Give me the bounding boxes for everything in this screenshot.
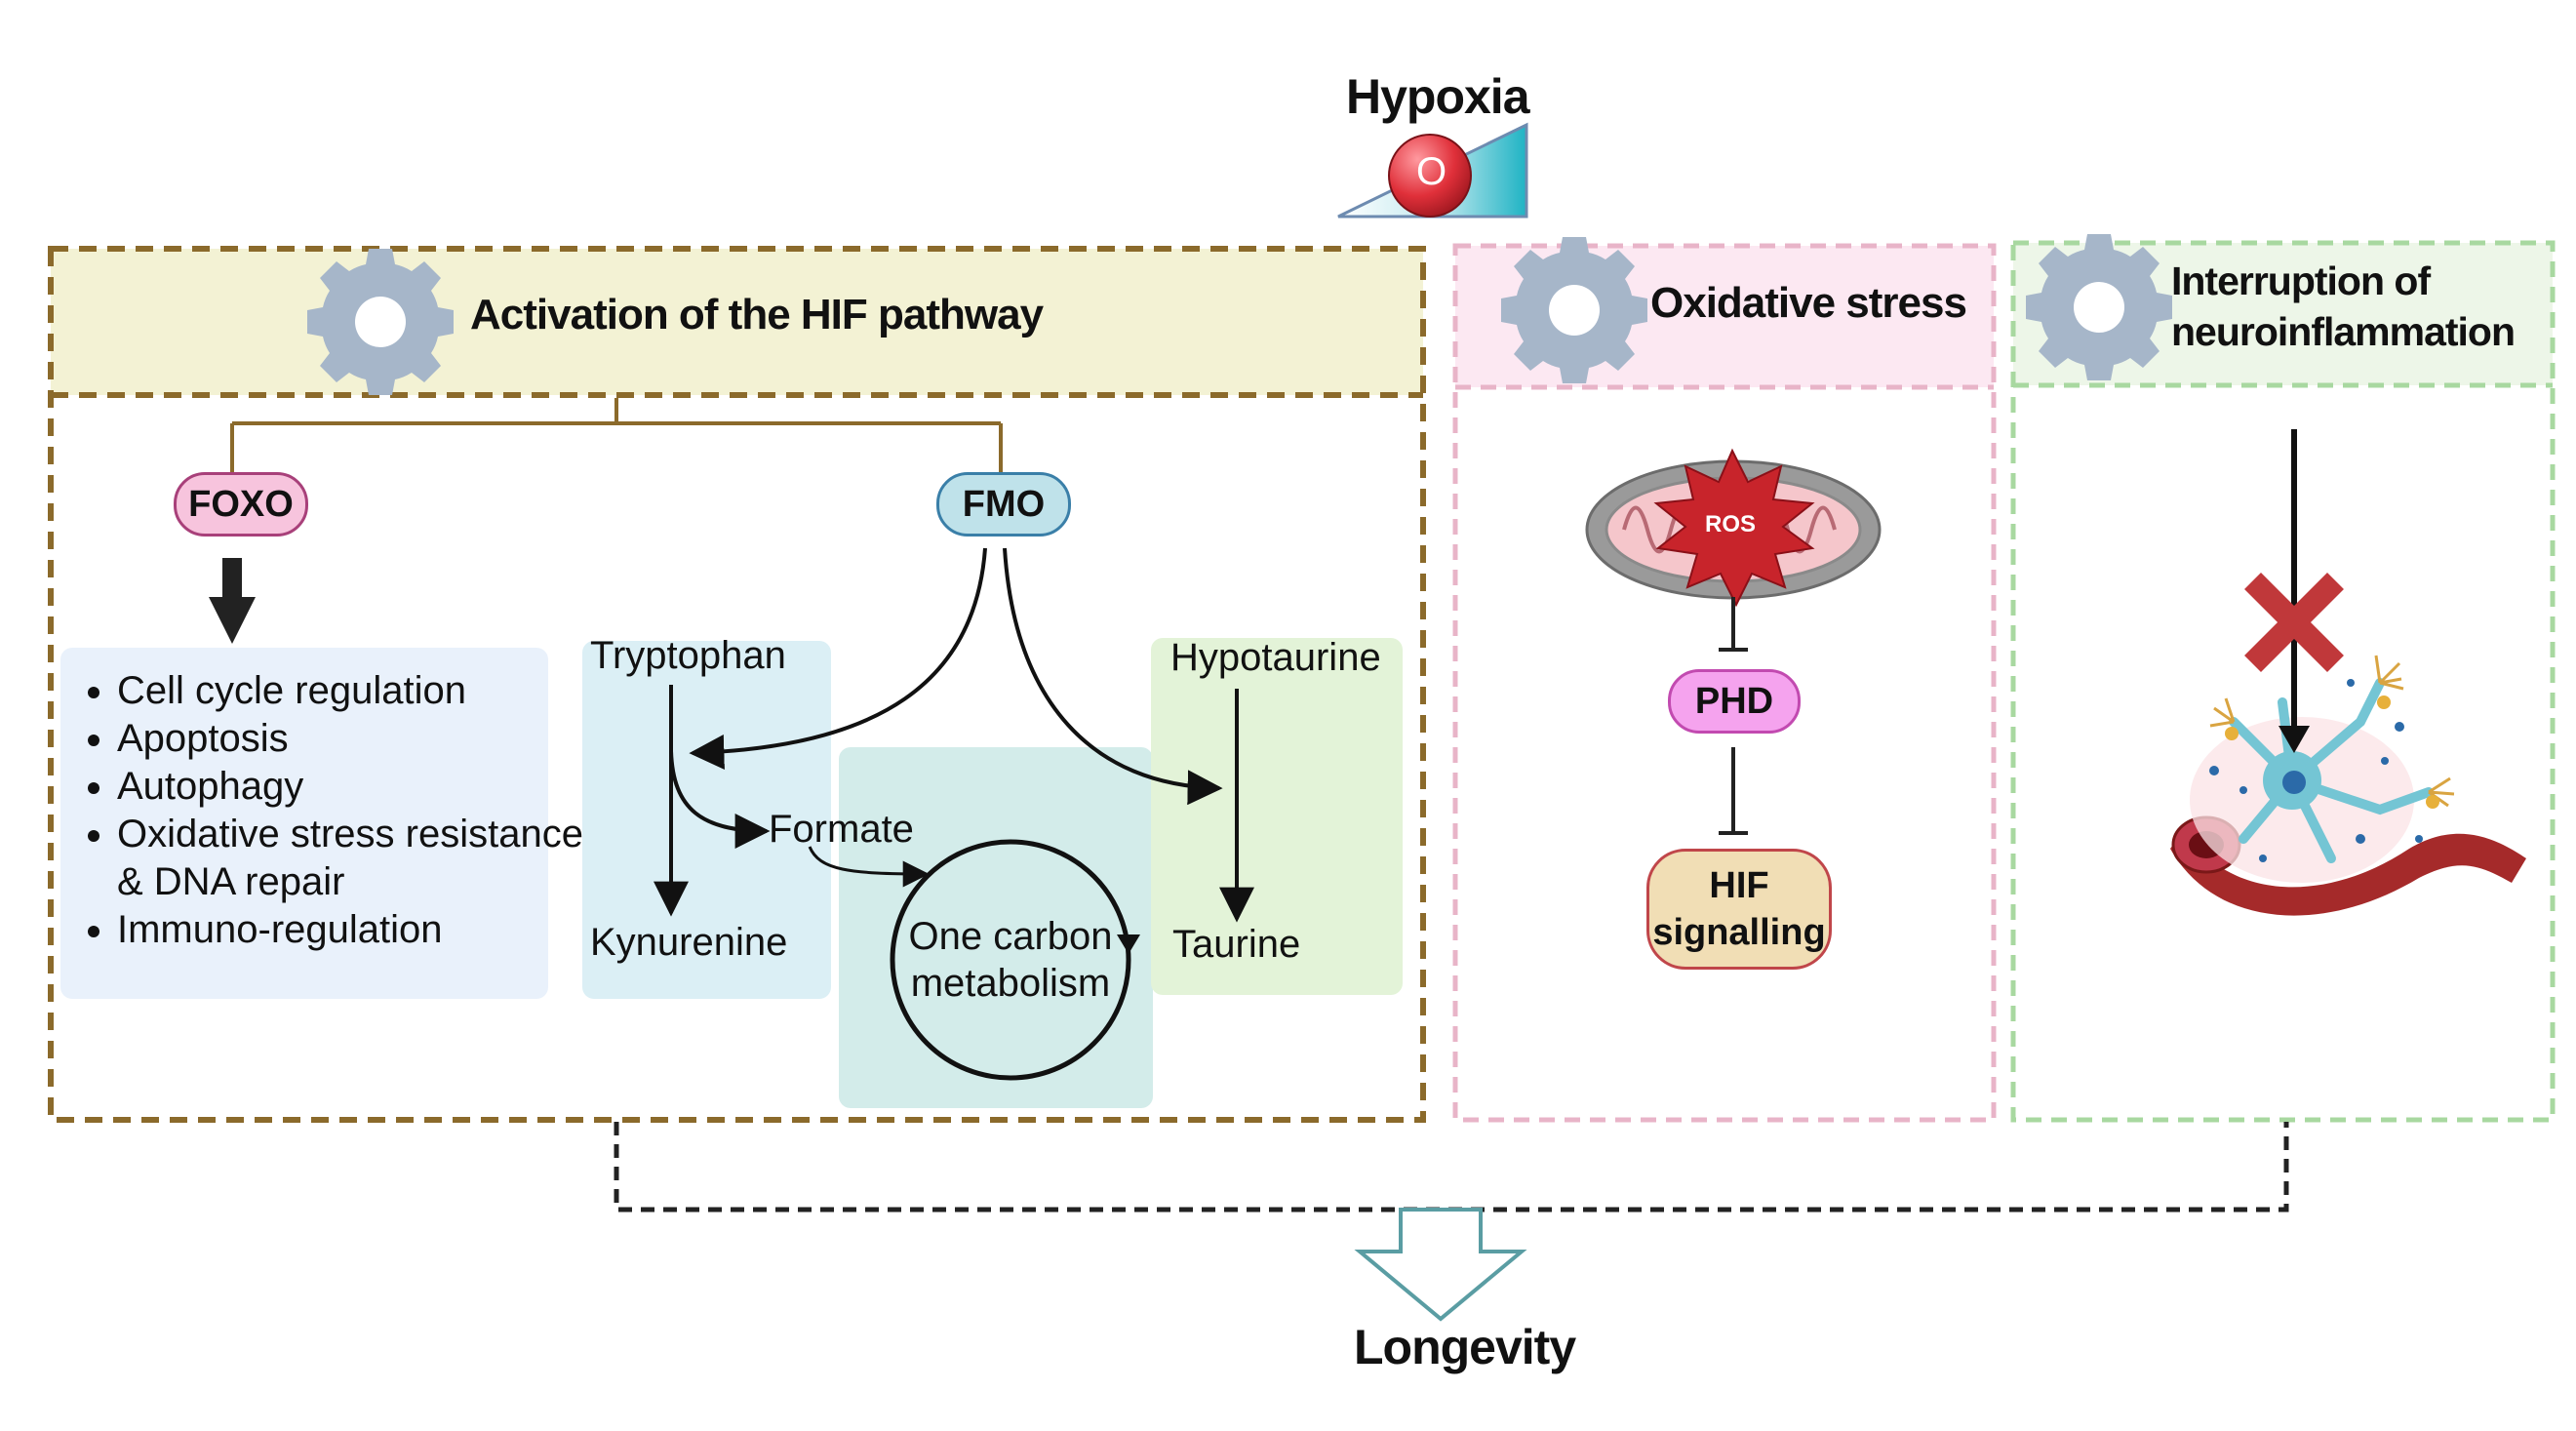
foxo-effect-item: Apoptosis	[117, 715, 601, 763]
foxo-effects-list: Cell cycle regulation Apoptosis Autophag…	[55, 667, 601, 954]
kynurenine-label: Kynurenine	[590, 921, 788, 964]
neuro-panel-title: Interruption of neuroinflammation	[2171, 256, 2516, 357]
hif-gear-icon	[307, 249, 454, 395]
ros-burst-icon	[1653, 448, 1815, 608]
hypoxia-oxygen-wedge-icon	[1337, 122, 1528, 219]
hypotaurine-label: Hypotaurine	[1170, 636, 1381, 679]
hypoxia-label: Hypoxia	[1346, 69, 1530, 124]
neuro-down-arrowhead-icon	[2279, 726, 2310, 753]
longevity-hollow-arrow-icon	[1354, 1208, 1527, 1322]
longevity-label: Longevity	[1354, 1320, 1576, 1374]
hif-panel-title: Activation of the HIF pathway	[470, 291, 1044, 338]
foxo-effect-item: Immuno-regulation	[117, 906, 601, 954]
phd-node: PHD	[1668, 669, 1801, 734]
hif-signalling-line2: signalling	[1652, 912, 1826, 953]
oxidative-panel-title: Oxidative stress	[1650, 279, 1967, 327]
foxo-effects-box	[60, 648, 548, 999]
formate-label: Formate	[769, 808, 914, 851]
foxo-node: FOXO	[174, 472, 308, 537]
neuro-title-line1: Interruption of	[2171, 258, 2431, 303]
one-carbon-label-line2: metabolism	[910, 962, 1111, 1005]
taurine-label: Taurine	[1172, 923, 1301, 966]
hif-panel-frame	[48, 246, 1426, 1123]
one-carbon-box	[839, 747, 1153, 1108]
oxidative-gear-icon	[1501, 237, 1647, 383]
phd-inhibits-hif-line	[1719, 747, 1748, 835]
fmo-node: FMO	[936, 472, 1071, 537]
fmo-to-hypotaurine-arrow	[1003, 547, 1223, 806]
one-carbon-cycle-arrowhead-icon	[1117, 934, 1140, 954]
hif-branch-connector	[230, 398, 1003, 472]
ros-inhibits-phd-line	[1719, 597, 1748, 652]
one-carbon-cycle-circle	[890, 839, 1131, 1081]
hif-signalling-line1: HIF	[1709, 865, 1769, 906]
tryptophan-label: Tryptophan	[590, 634, 786, 677]
foxo-effect-item: Cell cycle regulation	[117, 667, 601, 715]
hypotaurine-box	[1151, 638, 1403, 995]
foxo-down-arrow-icon	[209, 558, 256, 644]
block-cross-icon	[2244, 573, 2344, 672]
formate-to-one-carbon-arrow	[808, 846, 930, 888]
fmo-to-tryptophan-arrow	[689, 547, 987, 770]
oxygen-symbol: O	[1416, 150, 1447, 193]
one-carbon-label-line1: One carbon	[908, 915, 1113, 958]
foxo-effect-item: Autophagy	[117, 763, 601, 811]
hif-signalling-node: HIF signalling	[1646, 849, 1832, 970]
foxo-effect-item: Oxidative stress resistance & DNA repair	[117, 811, 601, 906]
neuro-gear-icon	[2026, 234, 2172, 380]
neuro-title-line2: neuroinflammation	[2171, 309, 2516, 354]
longevity-connector	[614, 1122, 2289, 1212]
tryptophan-to-formate-arrow	[669, 750, 771, 849]
neuron-blood-vessel-icon	[2170, 655, 2526, 916]
ros-label: ROS	[1705, 511, 1757, 537]
